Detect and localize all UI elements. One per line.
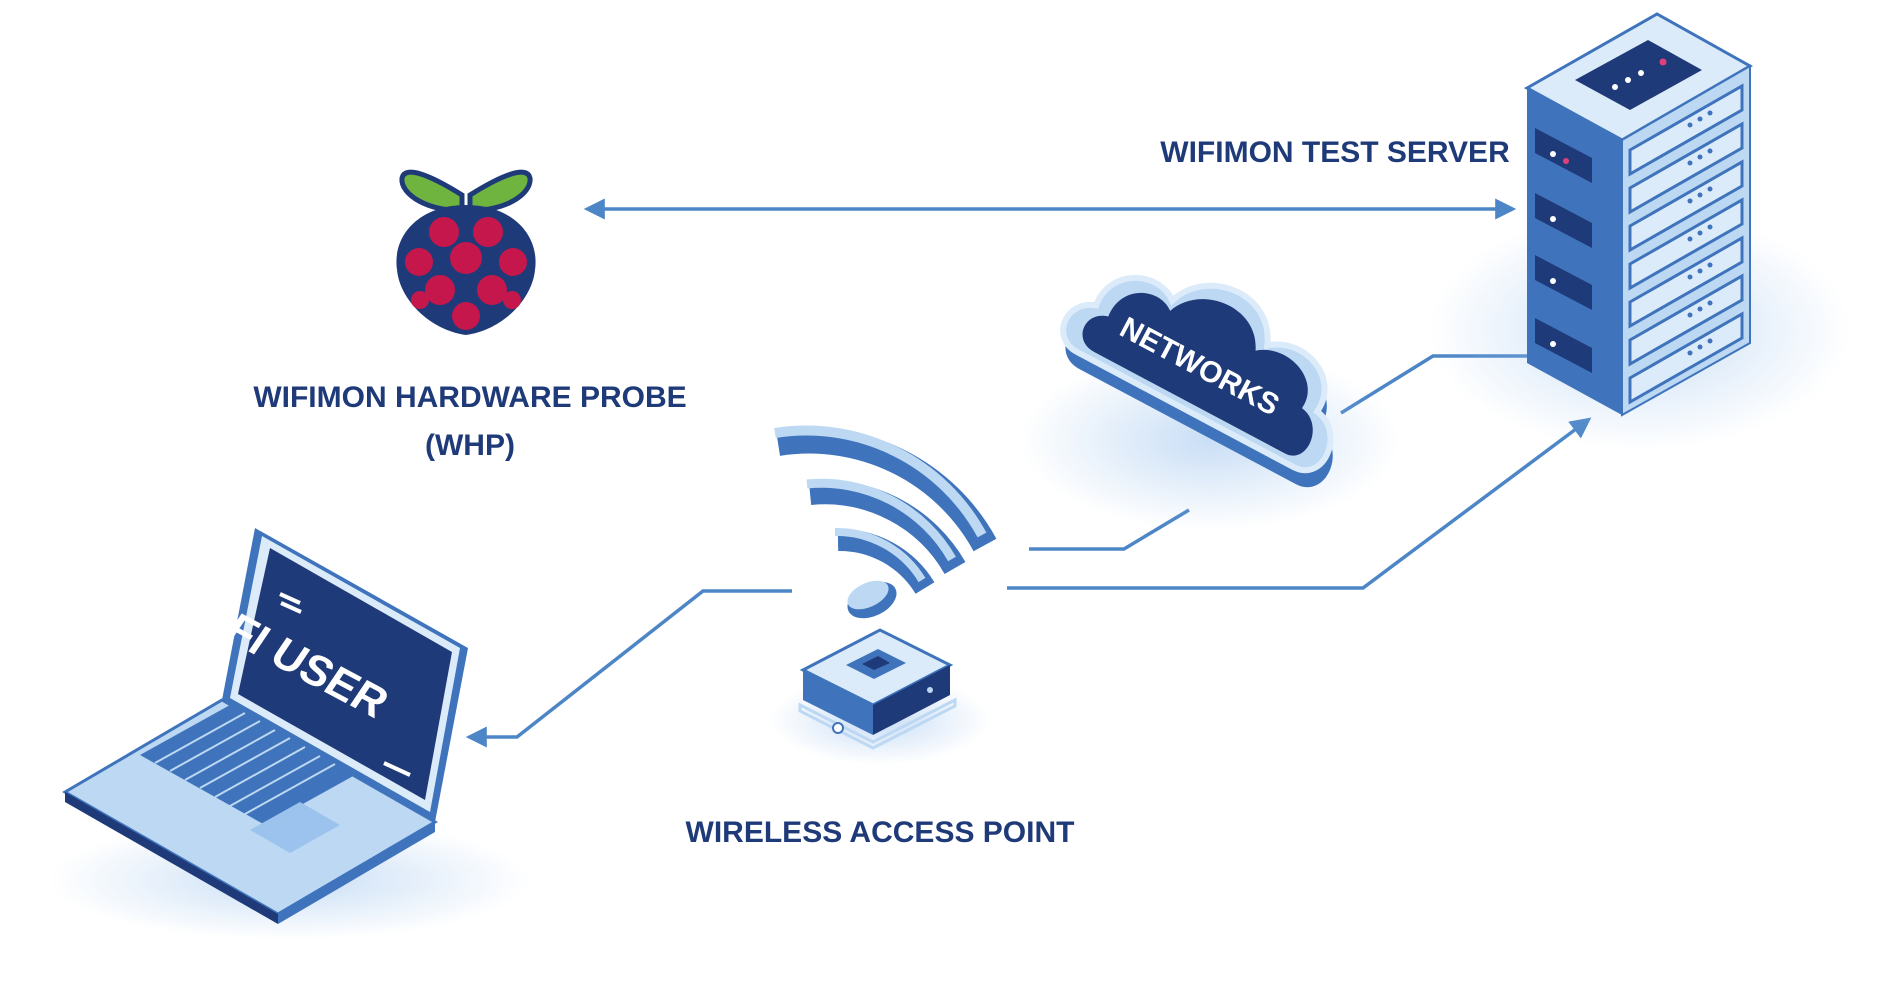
whp-label-line2: (WHP) <box>425 429 515 462</box>
ap-laptop-link <box>465 589 792 748</box>
ap-server-link <box>1007 417 1592 590</box>
labels: WIFIMON HARDWARE PROBE (WHP) WIFIMON TES… <box>253 136 1510 849</box>
router-icon <box>770 628 990 765</box>
raspberry-pi-icon <box>396 169 536 335</box>
connectors <box>465 198 1592 748</box>
access-point-label: WIRELESS ACCESS POINT <box>686 816 1075 849</box>
wifi-signal-icon <box>774 425 997 619</box>
laptop-icon: WIFI USER <box>50 528 530 940</box>
whp-label-line1: WIFIMON HARDWARE PROBE <box>253 381 686 414</box>
keyboard <box>140 705 355 825</box>
server-rack-icon <box>1430 12 1850 450</box>
cloud-icon: NETWORKS <box>1020 274 1400 530</box>
test-server-label: WIFIMON TEST SERVER <box>1160 136 1510 169</box>
